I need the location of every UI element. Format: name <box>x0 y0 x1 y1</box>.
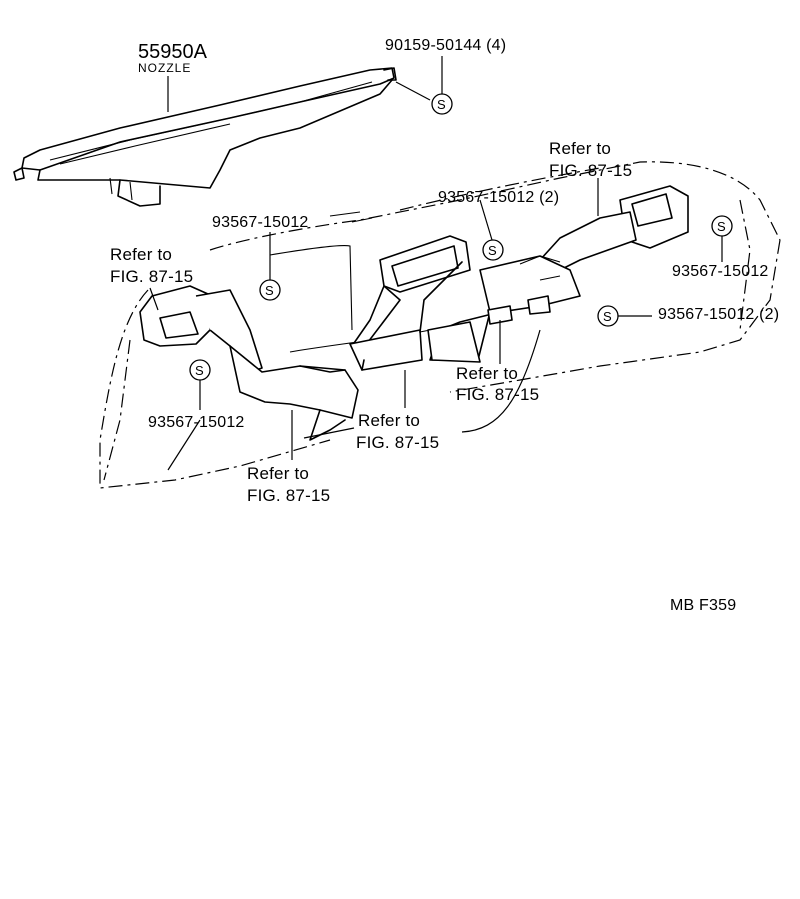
screw-symbol-text: S <box>437 97 446 112</box>
screw-left-upper-part-number: 93567-15012 <box>212 214 309 231</box>
screw-left-lower-part-number: 93567-15012 <box>148 414 245 431</box>
screw-symbol-text: S <box>265 283 274 298</box>
center-vent <box>349 235 471 371</box>
screw-symbol-text: S <box>603 309 612 324</box>
refer-to-bottom: Refer to <box>247 464 310 483</box>
screw-symbol-right: S <box>711 215 733 237</box>
refer-to-left: Refer to <box>110 245 173 264</box>
screw-symbol-center: S <box>482 239 504 261</box>
screw-right-part-number: 93567-15012 <box>672 263 769 280</box>
diagram-code: MB F359 <box>670 597 737 614</box>
leader-lines <box>149 56 723 471</box>
fig-ref-center: FIG. 87-15 <box>356 433 440 452</box>
bolt-top-part-number: 90159-50144 (4) <box>385 37 507 54</box>
left-duct <box>139 285 359 441</box>
screw-symbol-left-upper: S <box>259 279 281 301</box>
screw-symbol-text: S <box>717 219 726 234</box>
screw-symbol-right-lower: S <box>597 305 619 327</box>
nozzle-part <box>13 67 397 207</box>
fig-ref-bottom: FIG. 87-15 <box>247 486 331 505</box>
screw-symbol-left-lower: S <box>189 359 211 381</box>
refer-to-center-right: Refer to <box>456 364 519 383</box>
nozzle-name: NOZZLE <box>138 61 192 75</box>
right-duct <box>427 185 689 363</box>
nozzle-part-number: 55950A <box>138 41 207 63</box>
screw-symbol-top: S <box>431 93 453 115</box>
screw-symbol-text: S <box>195 363 204 378</box>
refer-to-right-top: Refer to <box>549 139 612 158</box>
fig-ref-center-right: FIG. 87-15 <box>456 385 540 404</box>
screw-right-lower-part-number: 93567-15012 (2) <box>658 306 780 323</box>
refer-to-center: Refer to <box>358 411 421 430</box>
fig-ref-left: FIG. 87-15 <box>110 267 194 286</box>
screw-center-part-number: 93567-15012 (2) <box>438 189 560 206</box>
fig-ref-right-top: FIG. 87-15 <box>549 161 633 180</box>
screw-symbol-text: S <box>488 243 497 258</box>
dash-panel <box>99 161 781 489</box>
